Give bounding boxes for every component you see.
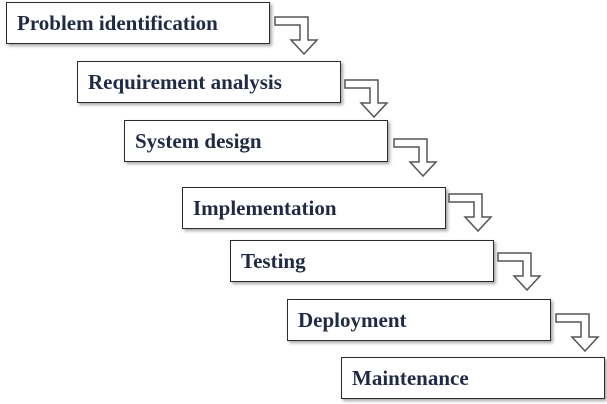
stage-box-implementation: Implementation	[182, 187, 446, 229]
stage-box-deployment: Deployment	[287, 299, 551, 341]
stage-box-testing: Testing	[230, 240, 494, 282]
bent-down-arrow-icon	[274, 14, 322, 56]
bent-down-arrow-icon	[497, 250, 545, 292]
stage-box-maintenance: Maintenance	[341, 357, 605, 399]
stage-box-system-design: System design	[124, 120, 388, 162]
stage-label: Requirement analysis	[88, 69, 282, 94]
stage-label: System design	[135, 128, 262, 153]
stage-box-problem-identification: Problem identification	[6, 2, 270, 44]
bent-down-arrow-icon	[555, 311, 603, 353]
bent-down-arrow-icon	[393, 136, 441, 178]
stage-label: Implementation	[193, 195, 337, 220]
bent-down-arrow-icon	[344, 77, 392, 119]
stage-label: Problem identification	[17, 10, 218, 35]
stage-label: Testing	[241, 248, 306, 273]
stage-box-requirement-analysis: Requirement analysis	[77, 61, 341, 103]
stage-label: Maintenance	[352, 365, 469, 390]
stage-label: Deployment	[298, 307, 407, 332]
bent-down-arrow-icon	[448, 191, 496, 233]
